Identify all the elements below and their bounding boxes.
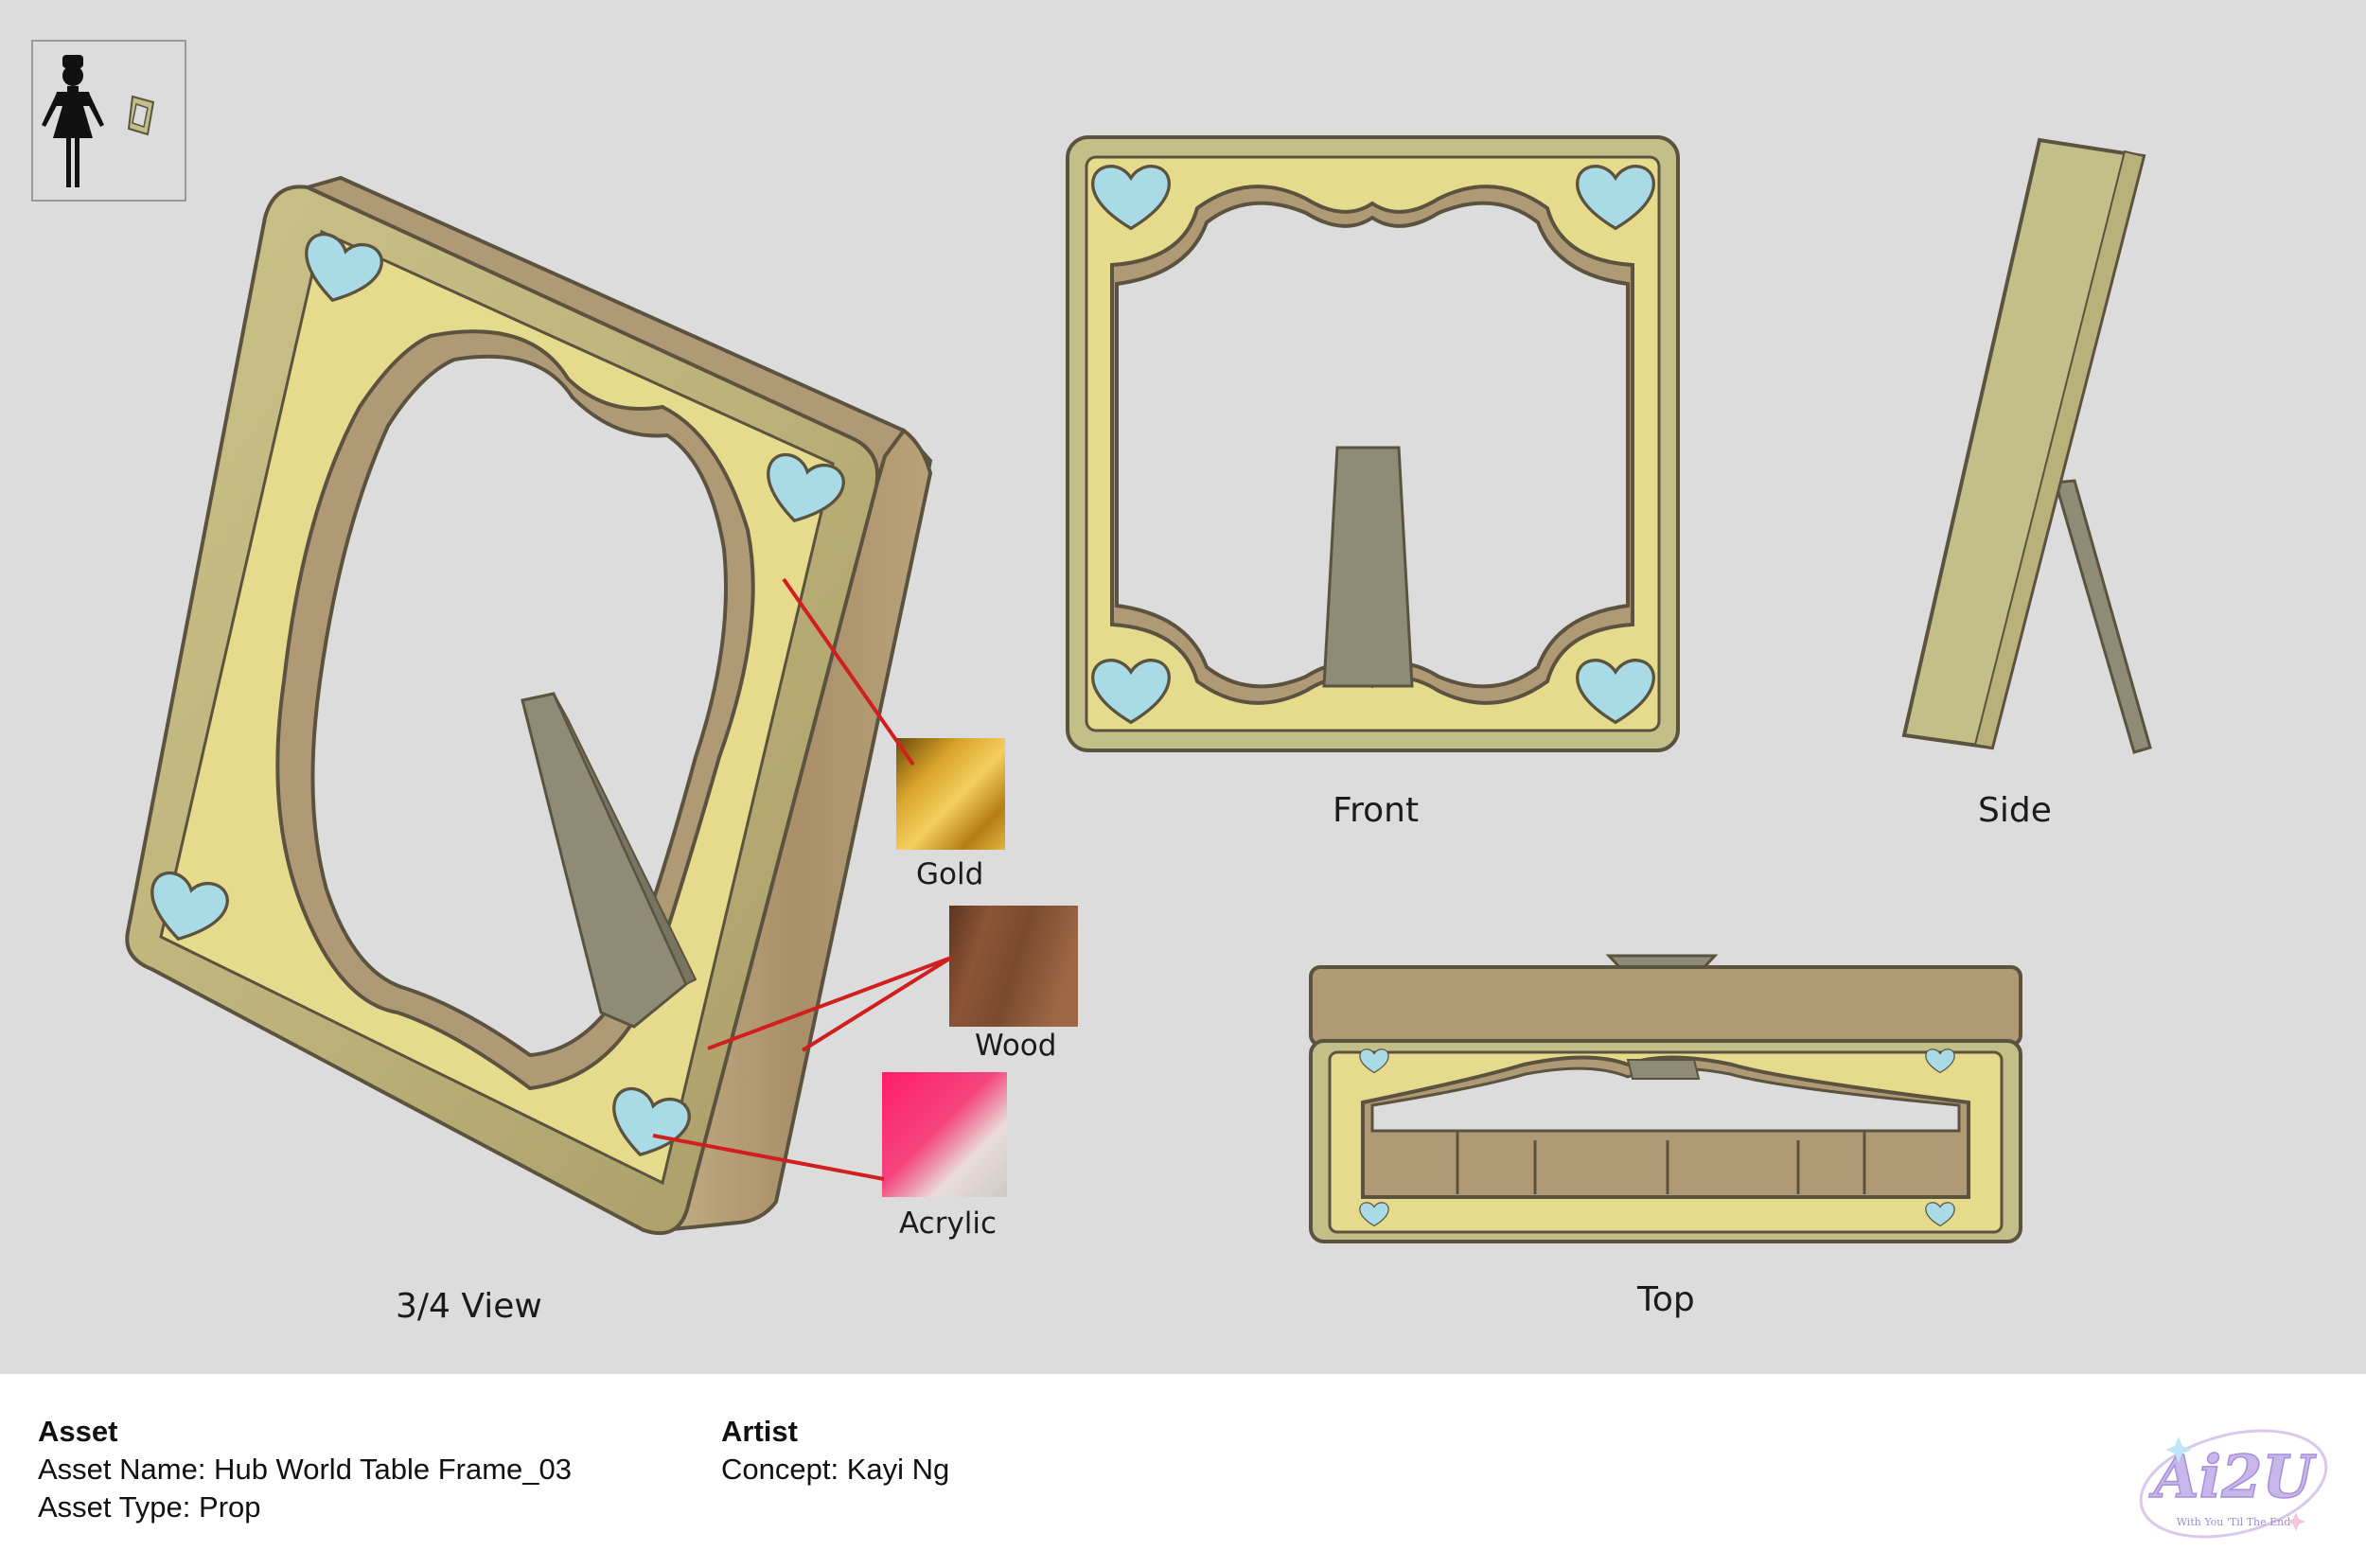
asset-heading: Asset — [38, 1415, 118, 1448]
wood-swatch — [949, 906, 1078, 1027]
asset-info-panel: Asset Asset Name: Hub World Table Frame_… — [0, 1374, 2366, 1568]
acrylic-label: Acrylic — [899, 1207, 998, 1241]
ai2u-logo: Ai2U With You 'Til The End — [2139, 1429, 2328, 1539]
front-view — [1066, 135, 1680, 752]
concept-sheet: 3/4 View Front Side Top Gold Wood Acryli… — [0, 0, 2366, 1374]
top-view — [1309, 954, 2022, 1243]
frame-thumbnail-icon — [127, 95, 155, 136]
gold-swatch — [896, 738, 1005, 850]
front-view-label: Front — [1333, 791, 1420, 830]
concept-artist: Concept: Kayi Ng — [721, 1453, 950, 1486]
thumbnail — [31, 40, 186, 202]
side-view — [1901, 137, 2152, 754]
side-view-label: Side — [1978, 791, 2052, 830]
character-silhouette-icon — [42, 55, 104, 187]
three-quarter-view — [125, 175, 933, 1236]
asset-type: Asset Type: Prop — [38, 1490, 261, 1524]
asset-name: Asset Name: Hub World Table Frame_03 — [38, 1453, 572, 1486]
top-view-label: Top — [1637, 1280, 1695, 1319]
acrylic-swatch — [882, 1072, 1007, 1197]
svg-text:With You 'Til The End: With You 'Til The End — [2177, 1516, 2291, 1528]
artist-heading: Artist — [721, 1415, 798, 1448]
turnaround-artwork — [31, 40, 2152, 1243]
material-callouts — [652, 577, 953, 1181]
three-quarter-view-label: 3/4 View — [396, 1287, 542, 1326]
wood-label: Wood — [975, 1029, 1057, 1063]
gold-label: Gold — [916, 857, 984, 891]
